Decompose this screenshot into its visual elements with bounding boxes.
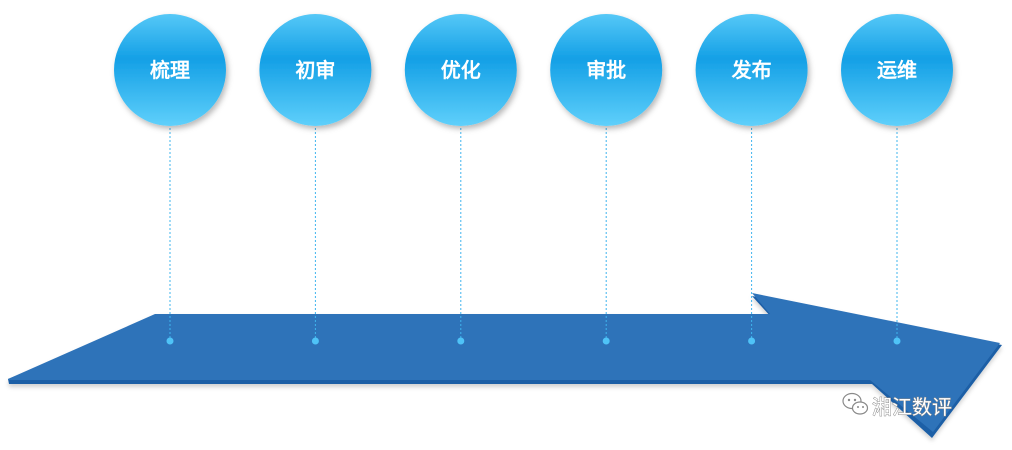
stage-node: 优化 [404, 14, 517, 126]
stage-label: 梳理 [150, 58, 190, 82]
stage-circle [841, 14, 953, 126]
stage-circle [550, 14, 663, 126]
stage-node: 初审 [259, 14, 372, 126]
stage-marker-dot [748, 337, 756, 345]
stage-connectors [166, 128, 901, 345]
watermark-text: 湘江数评 [872, 395, 952, 419]
stage-marker-dot [602, 337, 610, 345]
stage-marker-dot [893, 337, 901, 345]
stage-node: 发布 [695, 14, 808, 126]
stage-circle [259, 14, 372, 126]
stage-marker-dot [457, 337, 465, 345]
wechat-icon [842, 392, 869, 415]
stage-label: 审批 [586, 58, 626, 82]
stage-node: 运维 [841, 14, 953, 126]
stage-label: 初审 [295, 58, 335, 82]
stage-circle [404, 14, 517, 126]
stage-node: 梳理 [114, 14, 226, 126]
stage-circles: 梳理 初审 优化 审批 发布 运维 [114, 14, 953, 126]
watermark: 湘江数评 [842, 392, 952, 419]
stage-circle [695, 14, 808, 126]
stage-marker-dot [311, 337, 319, 345]
stage-node: 审批 [550, 14, 663, 126]
stage-label: 运维 [877, 58, 917, 82]
timeline-arrow-face [8, 293, 1000, 432]
stage-label: 优化 [441, 58, 481, 82]
stage-marker-dot [166, 337, 174, 345]
timeline-arrow [8, 293, 1002, 438]
stage-circle [114, 14, 226, 126]
stage-label: 发布 [731, 58, 772, 82]
